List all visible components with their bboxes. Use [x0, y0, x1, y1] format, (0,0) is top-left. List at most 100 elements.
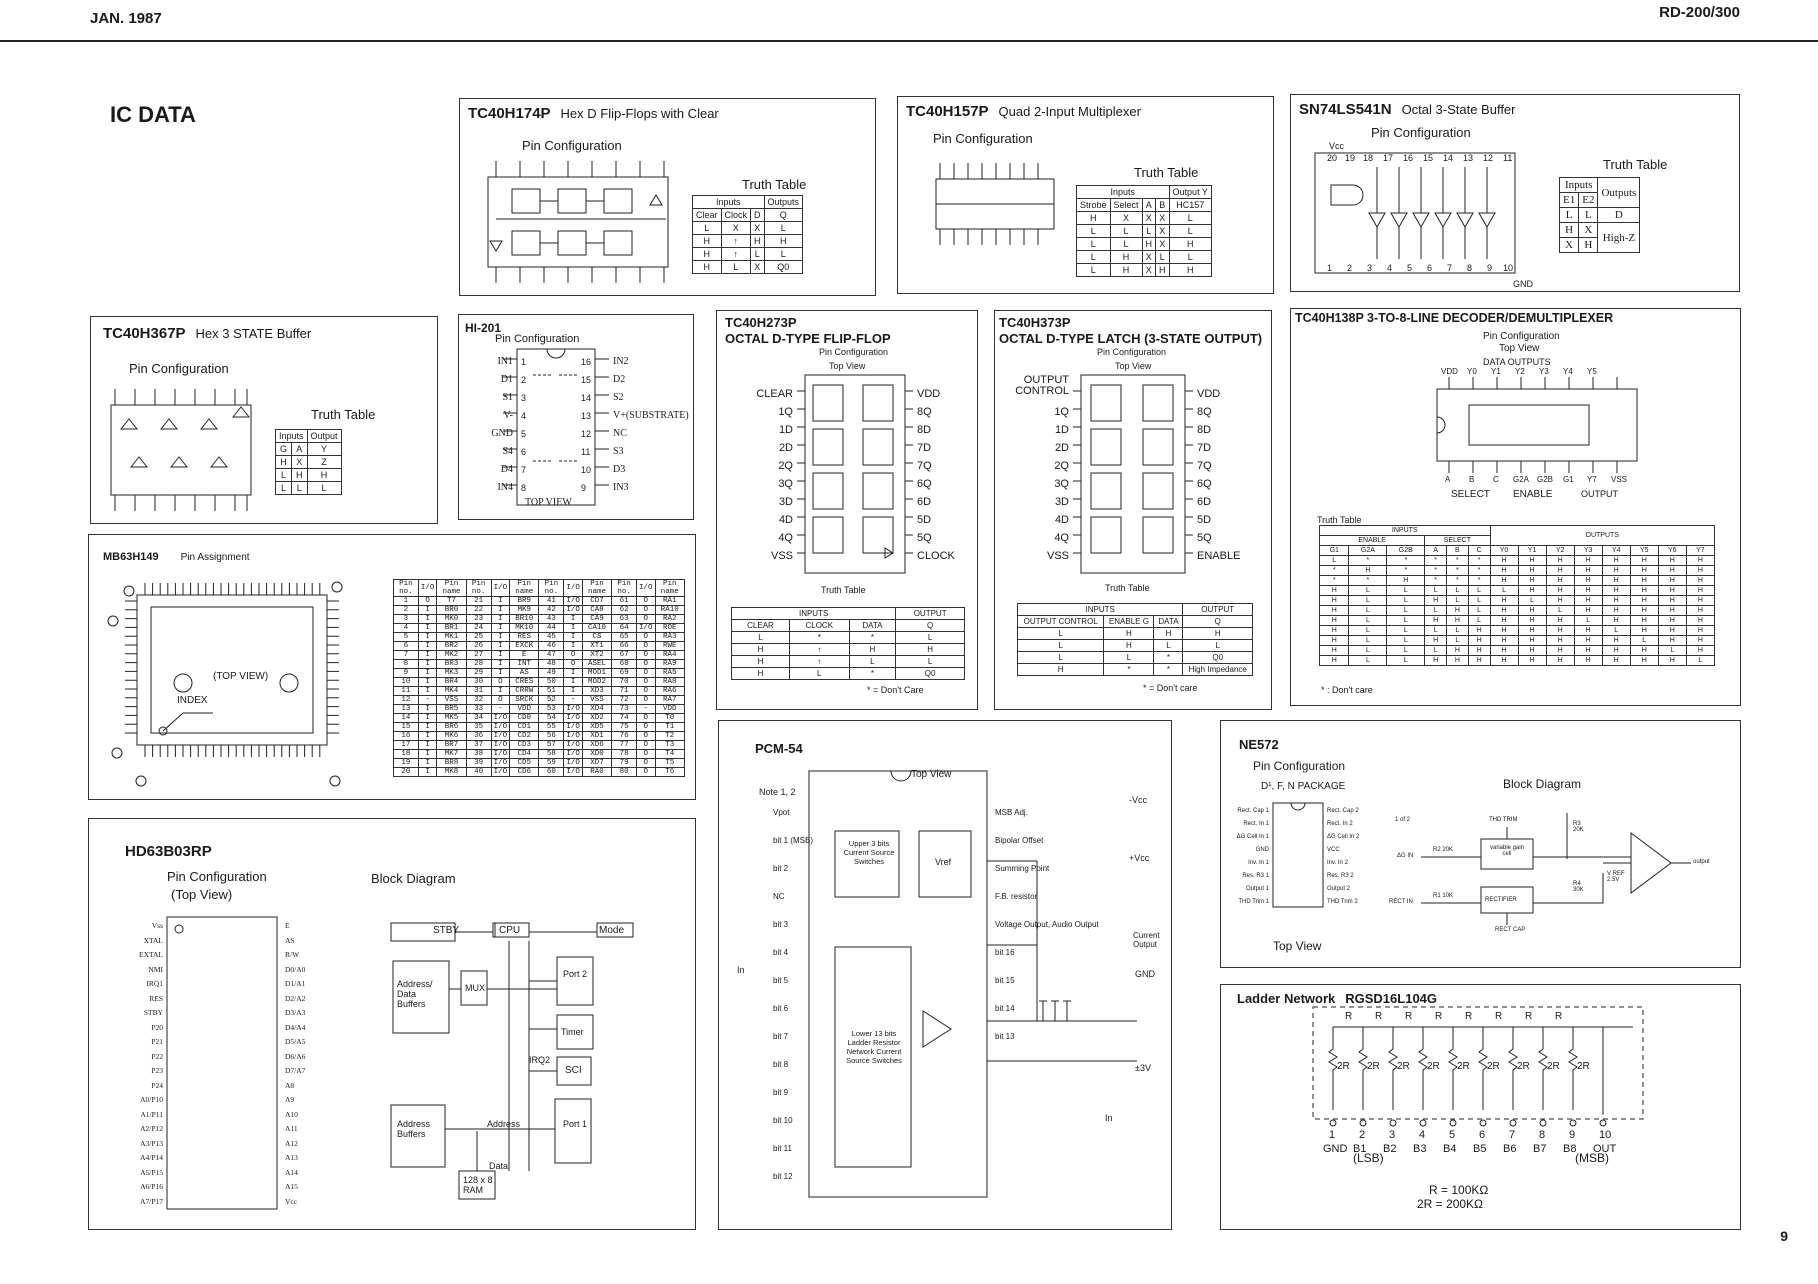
node-number: 7 [1509, 1129, 1516, 1141]
resistor-2r [1538, 1027, 1548, 1110]
table-cell: 36 [465, 731, 492, 741]
text-label: H [1016, 663, 1105, 676]
text-label: D [1597, 207, 1641, 223]
table-cell: BR9 [509, 596, 540, 606]
pin-config-label: Pin Configuration [933, 131, 1033, 146]
table-cell: * [1467, 565, 1491, 576]
text-label: 10 [581, 465, 592, 475]
table-cell: MK8 [436, 767, 467, 777]
table-cell: MOD1 [581, 668, 613, 678]
package-leads [125, 583, 339, 757]
ic-title: TC40H273P [725, 315, 797, 330]
table-cell: L [1348, 595, 1388, 606]
table-cell: 75 [611, 722, 638, 732]
truth-table-label: Truth Table [821, 585, 866, 595]
table-cell: H [1657, 565, 1687, 576]
table-cell: I/O [563, 704, 583, 714]
table-cell: H [1629, 615, 1659, 626]
text-label: S4 [502, 446, 513, 457]
text-label: L [274, 481, 293, 495]
table-header-cell: Y0 [1489, 545, 1519, 556]
text-label: Y1 [1491, 367, 1501, 376]
table-cell: H [1573, 565, 1603, 576]
gnd-label: GND [1135, 969, 1155, 979]
text-label: 3Q [1054, 478, 1069, 490]
table-cell: BR3 [436, 659, 467, 669]
resistor-2r [1388, 1027, 1398, 1110]
package-label: D¹, F, N PACKAGE [1261, 781, 1346, 792]
text-label: L [1016, 651, 1105, 664]
text-label: A [291, 442, 308, 456]
text-label: 7Q [1197, 460, 1212, 472]
table-cell: MOD2 [581, 677, 613, 687]
panel-tc40h273p: TC40H273P OCTAL D-TYPE FLIP-FLOP Pin Con… [716, 310, 978, 710]
table-cell: I [417, 641, 438, 651]
top-view-label: (TOP VIEW) [213, 671, 269, 682]
text-label: 5D [1197, 514, 1212, 526]
resistor-2r-label: 2R [1337, 1061, 1350, 1072]
table-cell: T1 [654, 722, 686, 732]
table-cell: H [1517, 605, 1547, 616]
table-cell: I [417, 704, 438, 714]
table-cell: L [1386, 585, 1426, 596]
table-cell: I [490, 686, 511, 696]
text-label: Vcc [285, 1196, 298, 1206]
text-label: L [1168, 250, 1212, 264]
table-cell: 26 [465, 641, 492, 651]
table-cell: 10 [393, 677, 419, 687]
text-label: A12 [285, 1138, 298, 1148]
node-label: GND [1323, 1143, 1348, 1155]
text-label: Y4 [1563, 367, 1573, 376]
table-cell: H [1489, 575, 1519, 586]
text-label: NMI [148, 964, 163, 974]
text-label: D [750, 208, 765, 222]
text-label: Rect. In 2 [1327, 821, 1353, 827]
table-cell: H [1629, 585, 1659, 596]
table-cell: 76 [611, 731, 638, 741]
table-cell: H [1318, 595, 1350, 606]
text-label: H [1168, 237, 1212, 251]
table-cell: 63 [611, 614, 638, 624]
text-label: 6D [917, 496, 932, 508]
table-cell: BR2 [436, 641, 467, 651]
table-cell: I/O [490, 740, 511, 750]
text-label: Vss [151, 921, 163, 930]
node-label: B1 [1353, 1143, 1367, 1155]
table-cell: L [1348, 635, 1388, 646]
table-cell: 64 [611, 623, 638, 633]
table-cell: E [509, 650, 540, 660]
table-cell: L [1348, 615, 1388, 626]
text-label: Quad 2-Input Multiplexer [998, 104, 1141, 119]
text-label: 14 [581, 393, 592, 403]
text-label: Inputs [1076, 185, 1170, 199]
table-cell: 4 [393, 623, 419, 633]
resistor-2r [1568, 1027, 1578, 1110]
text-label: Res. R3 2 [1327, 873, 1354, 879]
pin-config-label: Pin Configuration [522, 138, 622, 153]
text-label: B [1155, 198, 1170, 212]
text-label: 2Q [1054, 460, 1069, 472]
table-cell: 11 [393, 686, 419, 696]
address-buffers-block: Address Buffers [397, 1119, 431, 1139]
header-date: JAN. 1987 [90, 10, 162, 27]
table-cell: O [636, 605, 656, 615]
text-label: Rect. In 1 [1243, 821, 1269, 827]
table-cell: H [1685, 625, 1716, 636]
text-label: Clock [720, 208, 752, 222]
text-label: VDD [1197, 388, 1221, 400]
table-cell: L [1601, 625, 1631, 636]
text-label: Voltage Output, Audio Output [995, 920, 1099, 929]
text-label: Clear [692, 208, 722, 222]
text-label: Y [306, 442, 342, 456]
text-label: 5Q [1197, 532, 1212, 544]
text-label: H [1103, 639, 1155, 652]
